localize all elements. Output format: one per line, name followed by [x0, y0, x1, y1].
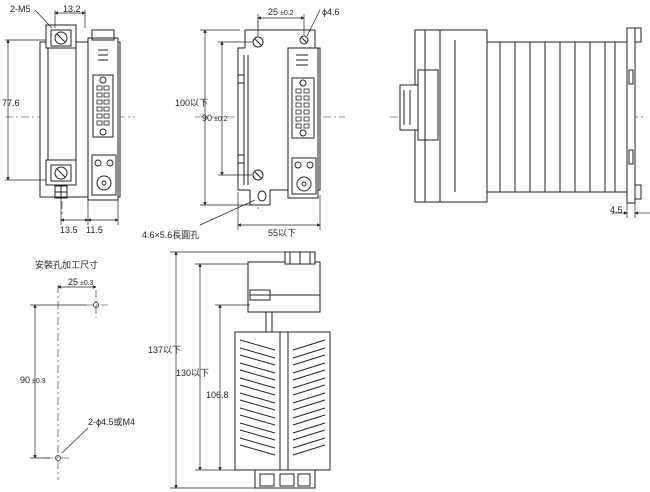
label-bl-90: 90: [20, 375, 30, 385]
side-view: [390, 27, 645, 204]
label-77-6: 77.6: [2, 98, 20, 108]
label-100-max: 100以下: [175, 98, 208, 108]
label-bl-25-tolerance: ±0.3: [80, 280, 94, 287]
label-137-max: 137以下: [148, 345, 181, 355]
heatsink-view: [234, 251, 331, 489]
mounting-hole-drawing: [30, 285, 108, 480]
label-13-2: 13.2: [63, 4, 81, 14]
rear-view: [195, 20, 345, 210]
heatsink-dimensions: [170, 251, 285, 489]
label-106-8: 106.8: [206, 390, 229, 400]
label-4-5: 4.5: [610, 205, 623, 215]
side-view-dimensions: [612, 198, 650, 218]
label-holes: 2-ϕ4.5或M4: [88, 416, 135, 427]
label-90-tolerance: ±0.2: [214, 116, 228, 123]
label-slot: 4.6×5.6長圓孔: [142, 230, 199, 240]
label-11-5: 11.5: [86, 225, 103, 235]
front-view: [5, 24, 135, 215]
mounting-title: 安裝孔加工尺寸: [35, 259, 98, 270]
label-25-tolerance: ±0.2: [280, 10, 294, 17]
label-55-max: 55以下: [268, 228, 296, 238]
label-90: 90: [202, 113, 212, 123]
label-bl-90-tolerance: ±0.3: [32, 378, 46, 385]
label-130-max: 130以下: [176, 368, 209, 378]
front-view-dimensions: [5, 9, 119, 225]
label-phi-4-6: ϕ4.6: [322, 7, 340, 17]
label-bl-25: 25: [68, 277, 78, 287]
label-25: 25: [268, 7, 278, 17]
label-2m5: 2-M5: [10, 4, 31, 14]
label-13-5: 13.5: [60, 225, 78, 235]
rear-view-dimensions: [199, 9, 321, 230]
